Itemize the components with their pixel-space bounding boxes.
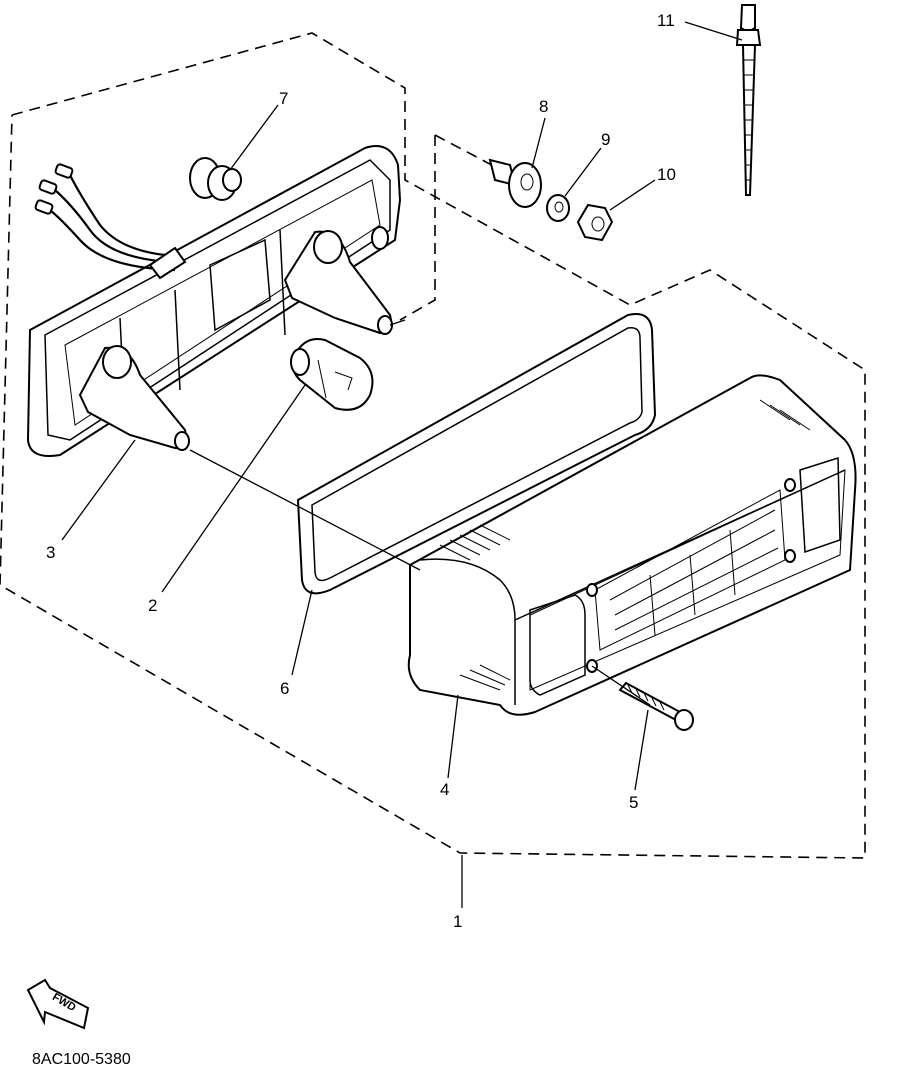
callout-1: 1 [453, 912, 462, 931]
callout-11: 11 [657, 11, 675, 30]
callout-5: 5 [629, 793, 638, 812]
diagram-code: 8AC100-5380 [32, 1051, 131, 1068]
callout-labels: 1 2 3 4 5 6 7 8 9 10 11 [46, 11, 676, 931]
leader-lines [61, 21, 743, 908]
light-base-housing [26, 145, 402, 457]
callout-10: 10 [657, 165, 676, 184]
forward-arrow-icon: FWD [26, 978, 90, 1030]
nut [576, 203, 614, 242]
bulb [290, 338, 374, 411]
washer [546, 194, 570, 222]
cable-tie [735, 4, 762, 196]
callout-8: 8 [539, 97, 548, 116]
callout-7: 7 [279, 89, 288, 108]
gasket [296, 313, 657, 595]
callout-2: 2 [148, 596, 157, 615]
mounting-stud [488, 158, 542, 208]
screw [618, 681, 694, 731]
callout-6: 6 [280, 679, 289, 698]
grommet [189, 157, 242, 201]
callout-3: 3 [46, 543, 55, 562]
lens [407, 374, 857, 716]
callout-4: 4 [440, 780, 449, 799]
callout-9: 9 [601, 130, 610, 149]
